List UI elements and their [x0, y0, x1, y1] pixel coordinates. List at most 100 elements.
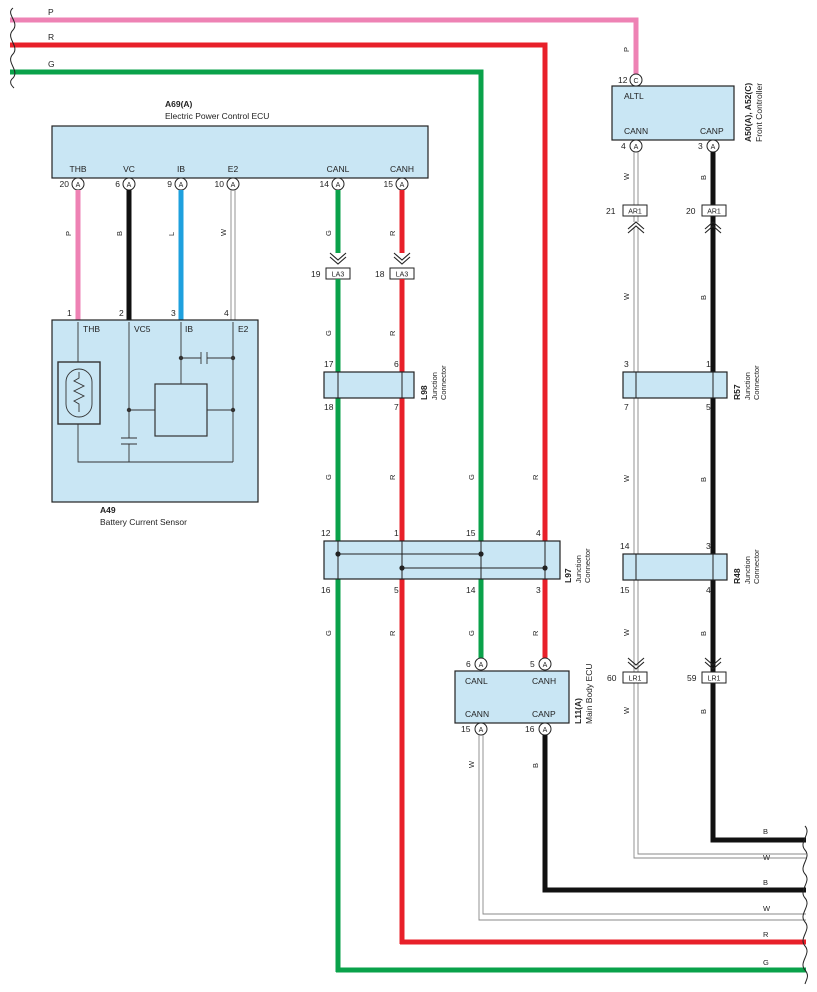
sensor-label-e2: E2	[238, 324, 249, 334]
l97-name1: Junction	[574, 555, 583, 583]
pin-front-canp-letter: A	[711, 144, 716, 151]
l98-g-in: 17	[324, 359, 334, 369]
ar1-b-label: AR1	[707, 209, 721, 216]
la3-r-pin: 18	[375, 269, 385, 279]
la3-g-label: LA3	[332, 272, 345, 279]
wire-label-w-4: W	[622, 628, 631, 636]
sensor-pin-4: 4	[224, 308, 229, 318]
ecu-pin-number-ib: 9	[167, 179, 172, 189]
l97-top-4: 4	[536, 528, 541, 538]
r48-code: R48	[732, 568, 742, 584]
wire-label-canl-2: G	[324, 330, 333, 336]
front-cann-label: CANN	[624, 126, 648, 136]
ecu-pin-number-e2: 10	[215, 179, 225, 189]
lr1-w-box	[622, 671, 648, 684]
wire-label-e2: W	[219, 228, 228, 236]
l98-name1: Junction	[430, 372, 439, 400]
right-can-wires: W B	[622, 152, 806, 859]
bus-label-r: R	[48, 32, 54, 42]
pin-altl-number: 12	[618, 75, 628, 85]
bottom-label-5: R	[763, 930, 769, 939]
r57-w-out: 7	[624, 402, 629, 412]
wire-label-r-5: R	[388, 630, 397, 636]
ecu-pin-label-thb: THB	[70, 164, 87, 174]
ecu-pin-e2	[226, 177, 240, 191]
ar1-w-label: AR1	[628, 209, 642, 216]
ecu-sensor-wires: P B L W	[64, 190, 236, 320]
pin-body-cann	[474, 722, 488, 736]
wire-label-b-5: B	[699, 709, 708, 714]
body-canl-label: CANL	[465, 676, 488, 686]
l97-bottom-3: 14	[466, 585, 476, 595]
ecu-pin-number-thb: 20	[60, 179, 70, 189]
lr1-w-chevron	[627, 657, 645, 670]
bottom-label-4: W	[763, 904, 771, 913]
bus-label-g: G	[48, 59, 55, 69]
r48-box	[622, 553, 728, 581]
ar1-w-box	[622, 204, 648, 217]
top-bus: P R G	[10, 7, 639, 660]
r57-name1: Junction	[743, 372, 752, 400]
r48-b-out: 4	[706, 585, 711, 595]
body-ecu-box	[454, 670, 570, 724]
ecu-pin-label-canl: CANL	[327, 164, 350, 174]
pin-altl	[629, 73, 643, 87]
pin-body-canl-number: 6	[466, 659, 471, 669]
l97-box	[323, 540, 561, 580]
lr1-b-pin: 59	[687, 673, 697, 683]
wire-body-canp	[542, 735, 806, 893]
ar1-b-chevron	[704, 221, 722, 234]
body-canh-label: CANH	[532, 676, 556, 686]
bottom-bus-labels: B W B W R G	[763, 825, 808, 985]
wire-label-b-3: B	[699, 477, 708, 482]
ecu-pin-label-e2: E2	[228, 164, 239, 174]
wire-g-bus	[10, 69, 484, 660]
wire-label-g-5: G	[324, 630, 333, 636]
pin-altl-letter: C	[633, 78, 638, 85]
l97-bottom-2: 5	[394, 585, 399, 595]
sensor-label-thb: THB	[83, 324, 100, 334]
ecu-pin-letter-vc: A	[127, 182, 132, 189]
l98-g-out: 18	[324, 402, 334, 412]
pin-body-cann-number: 15	[461, 724, 471, 734]
r48-connector: 14 3 15 4 R48 Junction Connector	[620, 541, 761, 595]
sensor-label-ib: IB	[185, 324, 193, 334]
wire-label-body-b: B	[531, 763, 540, 768]
la3-r-label: LA3	[396, 272, 409, 279]
wire-label-r-6: R	[531, 630, 540, 636]
pin-front-cann-number: 4	[621, 141, 626, 151]
lr1-w-pin: 60	[607, 673, 617, 683]
ecu-pin-label-vc: VC	[123, 164, 135, 174]
l97-connector: 12 1 15 4 16 5 14 3 L97 Junction Connect…	[321, 528, 592, 595]
sensor-box	[51, 319, 259, 503]
wire-label-b-2: B	[699, 295, 708, 300]
l97-name2: Connector	[583, 548, 592, 583]
wire-w-front-long	[633, 228, 806, 859]
wire-b-front	[710, 152, 806, 843]
la3-g-pin: 19	[311, 269, 321, 279]
lr1-w-label: LR1	[629, 676, 642, 683]
l97-top-3: 15	[466, 528, 476, 538]
ecu-pin-number-canl: 14	[320, 179, 330, 189]
l97-top-1: 12	[321, 528, 331, 538]
pin-body-canp-letter: A	[543, 727, 548, 734]
bus-label-p: P	[48, 7, 54, 17]
pin-body-canh-number: 5	[530, 659, 535, 669]
sensor-junction-dots	[126, 355, 236, 413]
ar1-connector: AR1 21 AR1 20	[606, 204, 727, 234]
bottom-label-3: B	[763, 878, 768, 887]
front-altl-label: ALTL	[624, 91, 644, 101]
wire-label-canl-1: G	[324, 230, 333, 236]
wire-label-w-5: W	[622, 706, 631, 714]
front-canp-label: CANP	[700, 126, 724, 136]
ecu-pin-letter-canl: A	[336, 182, 341, 189]
lr1-b-label: LR1	[708, 676, 721, 683]
pin-body-cann-letter: A	[479, 727, 484, 734]
wire-p-bus	[10, 17, 639, 76]
front-controller-box	[611, 85, 735, 141]
wire-r-bus	[10, 42, 548, 660]
wire-label-g-4: G	[467, 474, 476, 480]
sensor-pin-1: 1	[67, 308, 72, 318]
body-cann-label: CANN	[465, 709, 489, 719]
